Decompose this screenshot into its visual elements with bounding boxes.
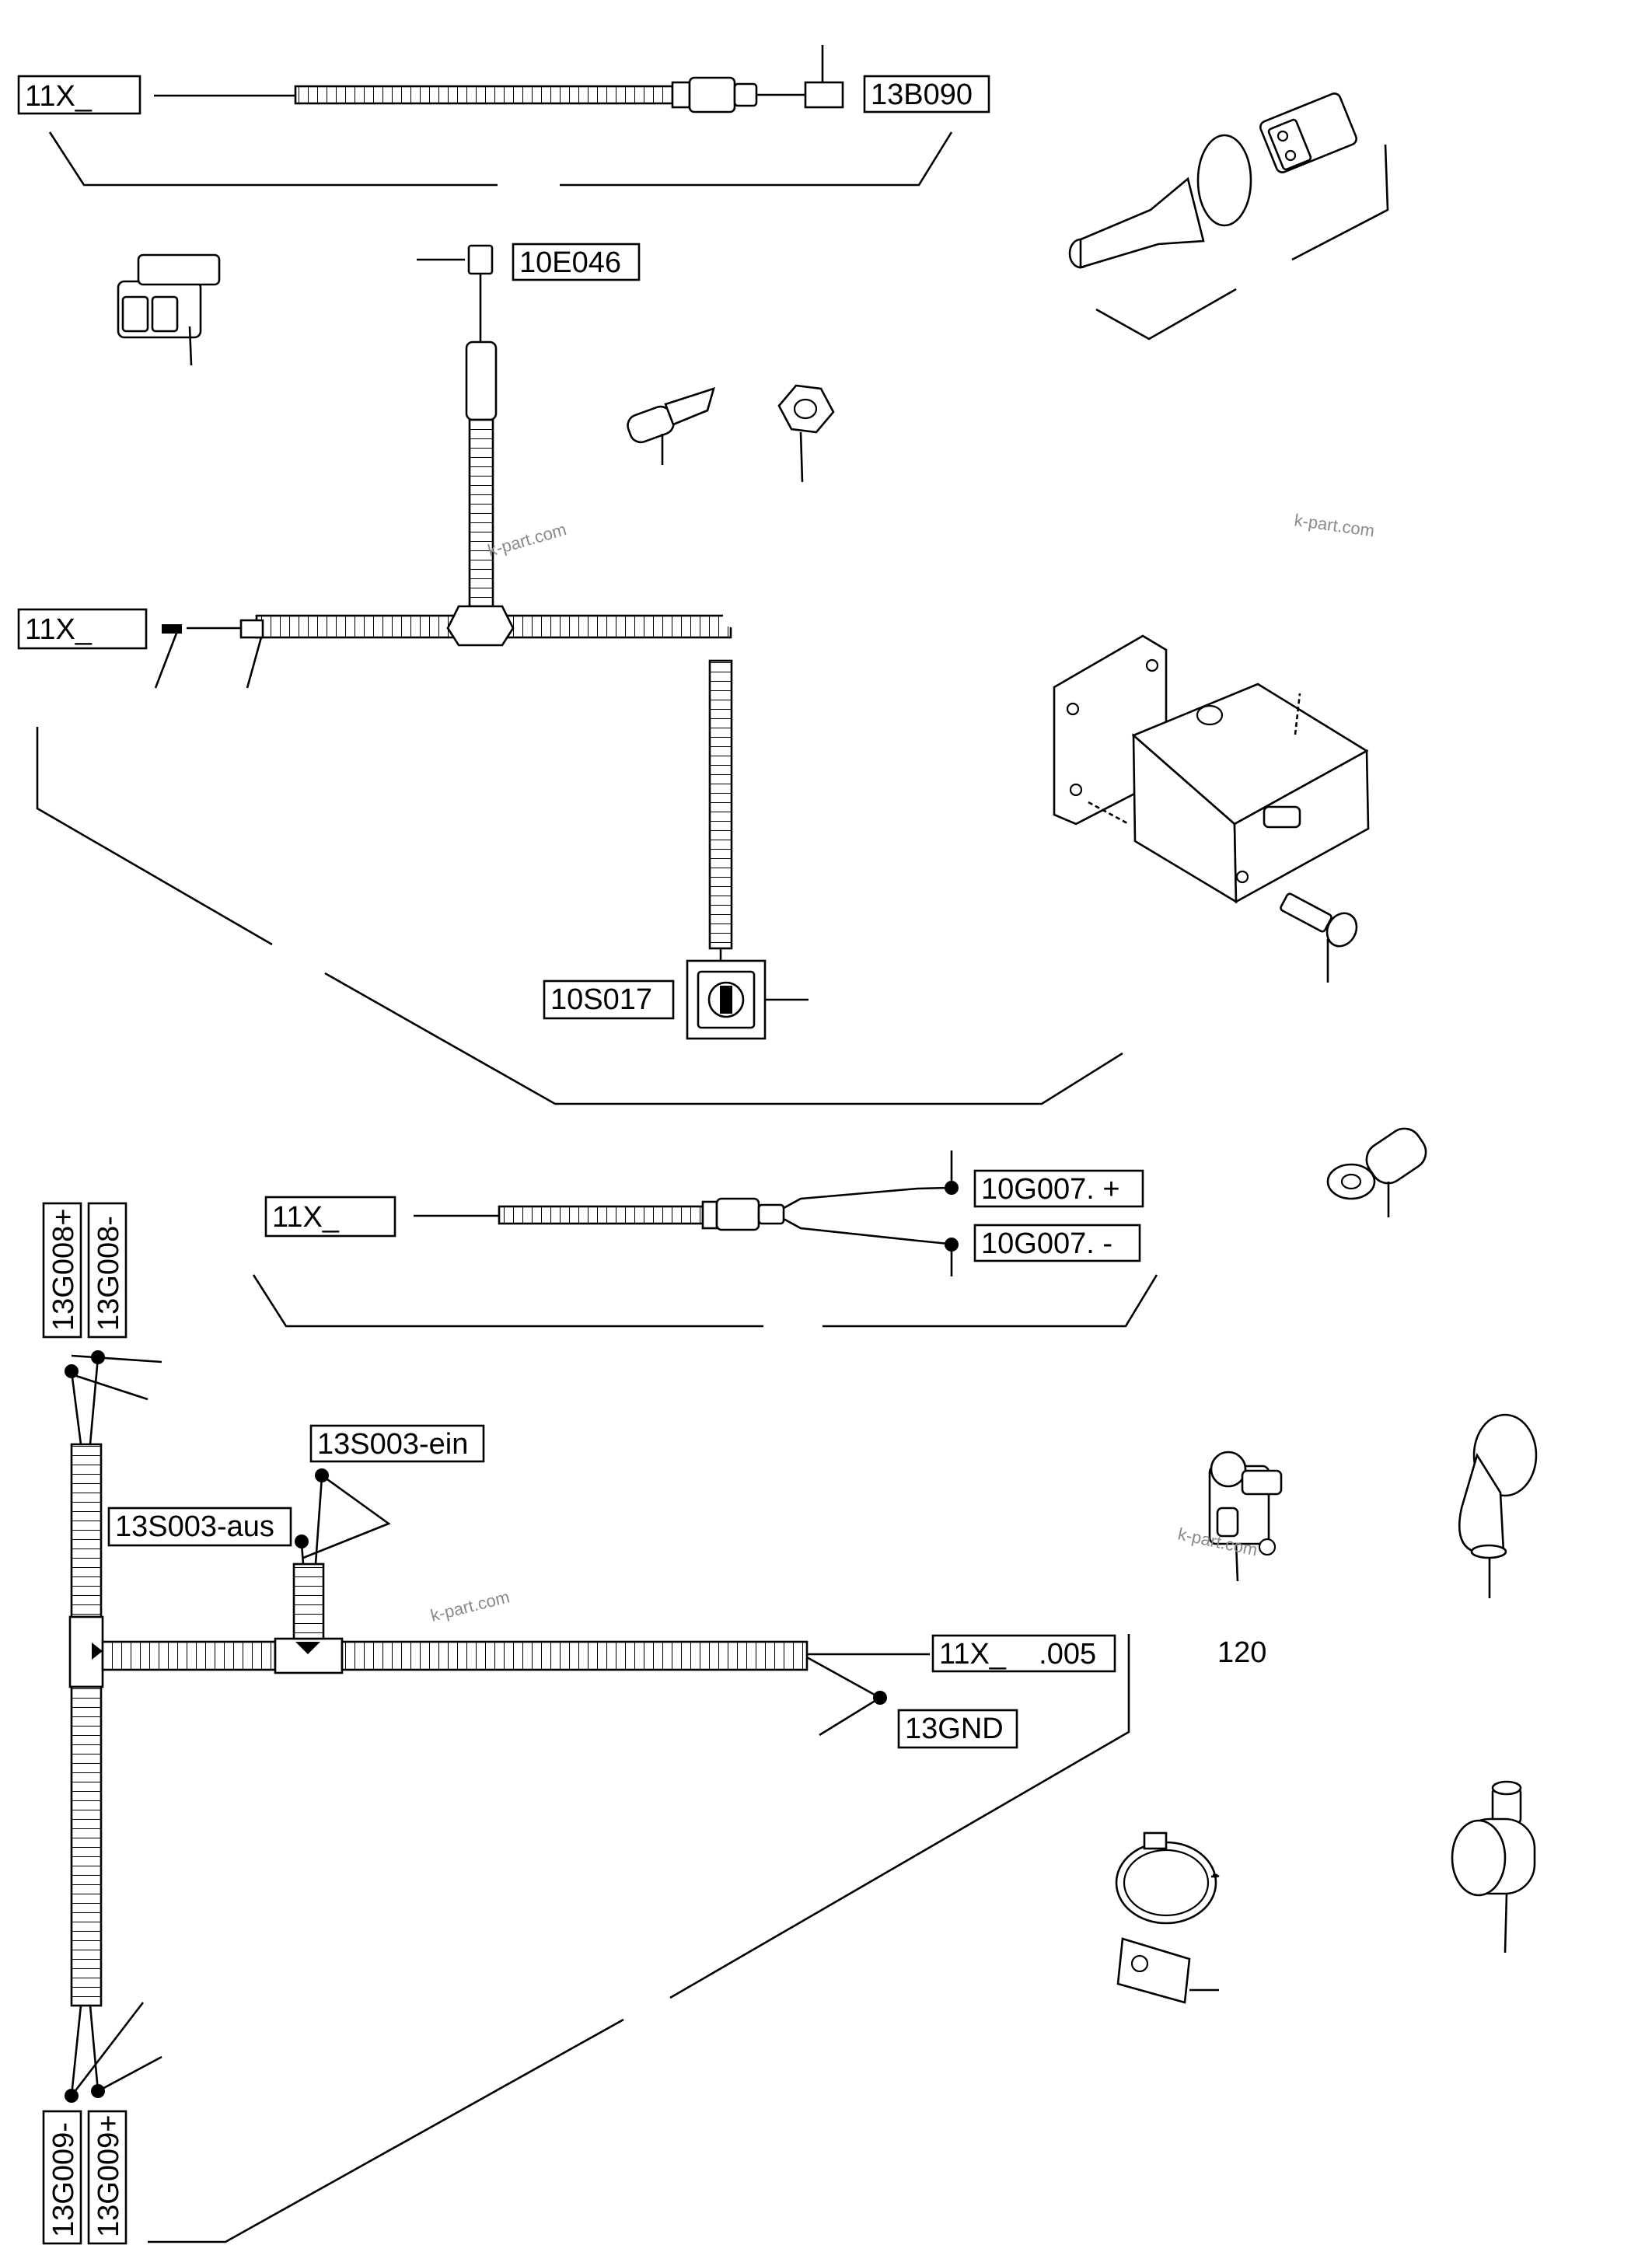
svg-text:13B090: 13B090 xyxy=(871,79,973,111)
lamp-switch-harness xyxy=(36,244,1123,1105)
svg-text:13GND: 13GND xyxy=(905,1713,1004,1745)
harness-connector-with-boot xyxy=(1068,93,1389,340)
label-10g007-plus: 10G007. + xyxy=(973,1169,1144,1208)
hex-nut xyxy=(777,384,835,483)
cable-ferrule xyxy=(627,387,715,465)
svg-text:13G009+: 13G009+ xyxy=(93,2115,125,2237)
reference-number: 120 xyxy=(1217,1636,1266,1669)
label-11x-a: 11X_ xyxy=(17,75,141,115)
svg-text:10E046: 10E046 xyxy=(519,246,621,279)
label-11x-c: 11X_ xyxy=(264,1196,396,1238)
corrugated-sleeve xyxy=(468,418,494,608)
svg-text:11X_: 11X_ xyxy=(25,613,93,646)
label-11x-b: 11X_ xyxy=(17,608,148,650)
corrugated-sleeve xyxy=(498,1205,704,1225)
svg-text:13G009-: 13G009- xyxy=(47,2122,80,2237)
label-13gnd: 13GND xyxy=(897,1709,1018,1749)
corrugated-sleeve xyxy=(708,659,733,950)
label-10e046: 10E046 xyxy=(512,243,641,281)
label-10g007-minus: 10G007. - xyxy=(973,1224,1141,1262)
svg-text:11X_ .005: 11X_ .005 xyxy=(939,1638,1096,1671)
corrugated-sleeve xyxy=(70,1685,103,2007)
label-13b090: 13B090 xyxy=(863,75,990,113)
corrugated-sleeve xyxy=(294,85,674,105)
battery-terminal-clamp xyxy=(1208,1451,1283,1582)
corrugated-sleeve xyxy=(70,1443,103,1618)
label-11x-005: 11X_ .005 xyxy=(931,1634,1116,1673)
terminal-boot-elbow xyxy=(1458,1413,1538,1598)
label-13g008-plus: 13G008+ xyxy=(42,1202,82,1339)
label-13s003-ein: 13S003-ein xyxy=(309,1424,485,1463)
svg-text:10S017: 10S017 xyxy=(550,983,652,1016)
corrugated-sleeve xyxy=(292,1562,325,1640)
label-13g009-plus: 13G009+ xyxy=(87,2110,127,2245)
main-t-harness xyxy=(65,1350,1130,2243)
svg-text:11X_: 11X_ xyxy=(25,80,93,113)
watermark: k-part.com xyxy=(428,1587,512,1625)
sensor-body xyxy=(804,81,844,109)
battery-terminal-cover xyxy=(1451,1780,1536,1953)
svg-text:13G008+: 13G008+ xyxy=(47,1209,80,1331)
two-pin-connector xyxy=(117,253,221,366)
battery-cable-assembly xyxy=(252,1150,1158,1328)
svg-text:13S003-ein: 13S003-ein xyxy=(317,1428,468,1461)
svg-text:11X_: 11X_ xyxy=(272,1201,340,1234)
sensor-cable-assembly xyxy=(48,45,953,187)
svg-text:10G007. -: 10G007. - xyxy=(981,1227,1112,1260)
label-13s003-aus: 13S003-aus xyxy=(107,1507,292,1547)
label-10s017: 10S017 xyxy=(543,979,675,1020)
corrugated-sleeve xyxy=(341,1640,809,1671)
svg-text:10G007. +: 10G007. + xyxy=(981,1173,1120,1206)
svg-text:13S003-aus: 13S003-aus xyxy=(115,1510,274,1543)
watermark: k-part.com xyxy=(1293,510,1375,540)
hose-clamp xyxy=(1115,1831,1220,2004)
watermark: k-part.com xyxy=(485,519,568,560)
corrugated-sleeve xyxy=(101,1640,277,1671)
switch-mounting-bracket xyxy=(1053,634,1370,983)
label-13g009-minus: 13G009- xyxy=(42,2110,82,2245)
label-13g008-minus: 13G008- xyxy=(87,1202,127,1339)
svg-text:13G008-: 13G008- xyxy=(93,1216,125,1331)
ring-terminal xyxy=(1326,1127,1427,1217)
